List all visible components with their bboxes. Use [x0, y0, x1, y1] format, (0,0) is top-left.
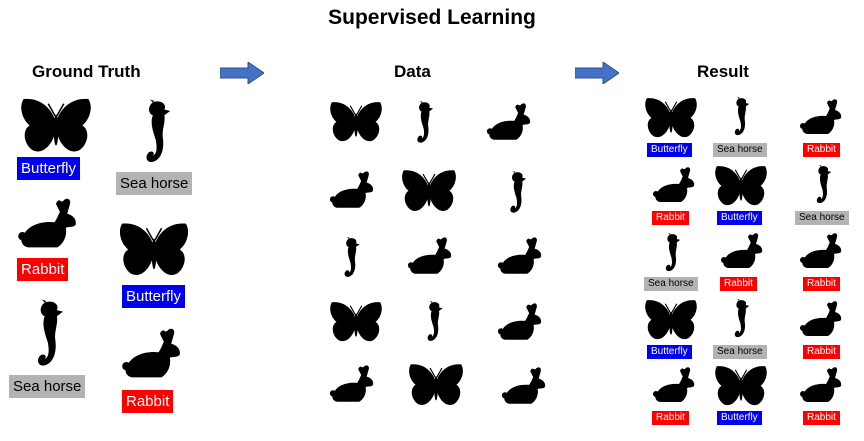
seahorse-icon	[410, 100, 436, 148]
rabbit-label: Rabbit	[122, 390, 174, 413]
seahorse-icon	[810, 164, 834, 208]
butterfly-icon	[640, 96, 702, 142]
arrow-right-icon	[220, 62, 264, 84]
rabbit-icon	[797, 366, 847, 406]
rabbit-icon	[797, 232, 847, 272]
butterfly-label: Butterfly	[647, 345, 692, 359]
seahorse-label: Sea horse	[644, 277, 698, 291]
butterfly-icon	[640, 298, 702, 344]
rabbit-icon	[326, 170, 380, 212]
butterfly-icon	[14, 96, 98, 158]
rabbit-label: Rabbit	[803, 411, 840, 425]
rabbit-icon	[650, 366, 700, 406]
seahorse-icon	[503, 170, 529, 218]
rabbit-icon	[797, 300, 847, 340]
rabbit-label: Rabbit	[720, 277, 757, 291]
rabbit-icon	[718, 232, 768, 272]
seahorse-label: Sea horse	[713, 143, 767, 157]
rabbit-icon	[494, 236, 548, 278]
page-title: Supervised Learning	[328, 6, 536, 29]
rabbit-label: Rabbit	[803, 143, 840, 157]
rabbit-label: Rabbit	[803, 277, 840, 291]
rabbit-icon	[404, 236, 458, 278]
butterfly-icon	[710, 164, 772, 210]
seahorse-label: Sea horse	[9, 375, 86, 398]
seahorse-icon	[728, 298, 752, 342]
butterfly-icon	[326, 100, 386, 146]
rabbit-icon	[494, 302, 548, 344]
butterfly-icon	[116, 220, 192, 282]
rabbit-icon	[118, 324, 188, 386]
ground-truth-heading: Ground Truth	[32, 62, 141, 81]
butterfly-icon	[398, 168, 460, 216]
seahorse-icon	[420, 300, 446, 346]
butterfly-label: Butterfly	[717, 211, 762, 225]
seahorse-icon	[337, 236, 363, 282]
seahorse-label: Sea horse	[795, 211, 849, 225]
butterfly-icon	[404, 362, 468, 410]
rabbit-icon	[498, 366, 552, 408]
seahorse-label: Sea horse	[116, 172, 193, 195]
rabbit-icon	[797, 98, 847, 138]
butterfly-label: Butterfly	[17, 157, 81, 180]
seahorse-icon	[26, 298, 68, 374]
seahorse-icon	[659, 232, 683, 276]
butterfly-label: Butterfly	[717, 411, 762, 425]
butterfly-label: Butterfly	[122, 285, 186, 308]
rabbit-label: Rabbit	[652, 211, 689, 225]
result-heading: Result	[697, 62, 749, 81]
data-heading: Data	[394, 62, 431, 81]
rabbit-icon	[14, 196, 84, 254]
butterfly-icon	[326, 300, 386, 346]
butterfly-label: Butterfly	[647, 143, 692, 157]
rabbit-icon	[482, 102, 538, 144]
seahorse-icon	[728, 96, 752, 140]
rabbit-label: Rabbit	[803, 345, 840, 359]
rabbit-label: Rabbit	[17, 258, 69, 281]
rabbit-icon	[326, 364, 380, 406]
seahorse-icon	[134, 98, 176, 170]
arrow-right-icon	[575, 62, 619, 84]
seahorse-label: Sea horse	[713, 345, 767, 359]
butterfly-icon	[710, 364, 772, 410]
rabbit-icon	[650, 166, 700, 206]
rabbit-label: Rabbit	[652, 411, 689, 425]
